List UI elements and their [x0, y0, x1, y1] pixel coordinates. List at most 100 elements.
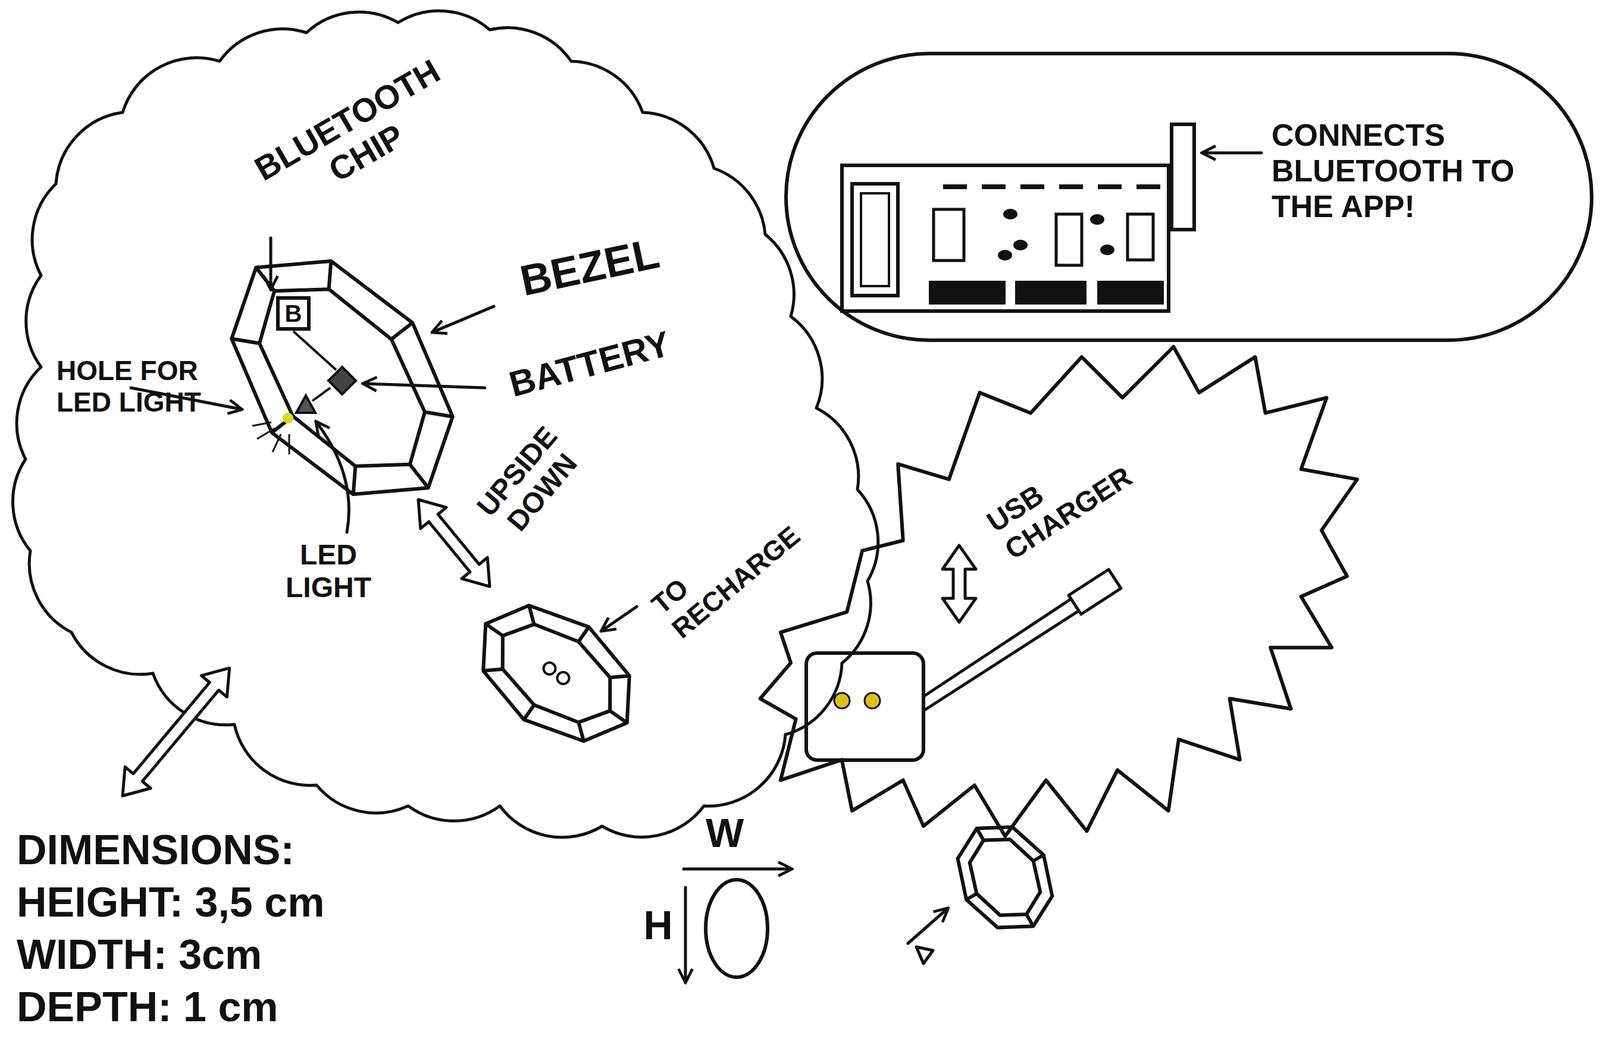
- bluetooth-module: [928, 280, 1006, 305]
- starburst-callout-outline: [760, 346, 1358, 837]
- part-label: UPSIDE DOWN: [465, 415, 593, 549]
- device-circuit: [293, 331, 337, 371]
- starburst-callout: USB CHARGER: [755, 346, 1358, 837]
- leader-arrow: [269, 238, 273, 289]
- battery-symbol: [328, 367, 356, 395]
- bluetooth-module: [1013, 239, 1028, 251]
- chip-box-outline: [277, 298, 309, 330]
- charge-contact: [555, 669, 572, 687]
- device-side-view: [955, 824, 1055, 932]
- device-circuit: [252, 331, 356, 455]
- part-label: TO RECHARGE: [645, 485, 819, 645]
- device-side-view: [977, 828, 985, 841]
- device-bottom-view: [483, 661, 503, 681]
- device-bottom-view: [571, 722, 591, 742]
- leader-arrow: [316, 422, 349, 533]
- device-bottom-view: [609, 711, 628, 723]
- device-top-view: [315, 261, 344, 290]
- device-side-view: [1026, 914, 1034, 927]
- starburst-callout-outline: [755, 346, 1358, 837]
- double-arrow: [110, 657, 243, 807]
- chip-letter: B: [285, 299, 303, 328]
- part-label: LED LIGHT: [268, 538, 388, 604]
- leader-arrow: [433, 306, 494, 333]
- leader-arrow: [1203, 151, 1262, 155]
- callout-text: USB CHARGER: [981, 423, 1152, 567]
- thought-cloud: [13, 10, 879, 838]
- device-top-view: [409, 464, 429, 488]
- led-hole: [282, 412, 294, 424]
- device-bottom-view: [609, 667, 630, 687]
- dimension-label: WIDTH: 3cm: [16, 928, 434, 982]
- bluetooth-module: [1100, 244, 1115, 256]
- bluetooth-module: [933, 209, 964, 261]
- dimension-figure: [705, 880, 768, 978]
- part-label: BLUETOOTH CHIP: [239, 47, 474, 227]
- charge-pin: [834, 693, 850, 709]
- light-ray: [257, 428, 275, 440]
- device-top-view: [424, 400, 453, 429]
- speech-bubble: CONNECTS BLUETOOTH TO THE APP!: [783, 51, 1595, 343]
- chip-box: B: [275, 295, 312, 332]
- bubble-text: CONNECTS BLUETOOTH TO THE APP!: [1271, 117, 1558, 225]
- device-circuit: [312, 387, 331, 402]
- device-bottom-view: [485, 624, 503, 637]
- leader-arrow: [130, 152, 1262, 982]
- double-arrow: [942, 545, 976, 623]
- dimension-label: DEPTH: 1 cm: [16, 981, 434, 1034]
- part-label: BATTERY: [486, 318, 693, 411]
- device-bottom-view: [453, 577, 660, 770]
- led-symbol: [296, 395, 316, 413]
- light-ray: [272, 434, 281, 453]
- bluetooth-module: [852, 183, 898, 296]
- axis-label: H: [634, 902, 682, 949]
- device-bottom-view: [453, 577, 660, 770]
- bluetooth-module: [1127, 214, 1154, 261]
- double-arrow: [110, 489, 976, 807]
- small-triangle: [916, 947, 933, 964]
- bluetooth-module: [841, 165, 1169, 312]
- bluetooth-module: [943, 184, 1161, 190]
- part-label: HOLE FOR LED LIGHT: [56, 355, 206, 419]
- dimension-label: HEIGHT: 3,5 cm: [16, 876, 434, 929]
- device-bottom-view: [521, 605, 542, 625]
- thought-cloud: [13, 10, 879, 838]
- usb-plug: [1068, 569, 1122, 615]
- dimension-heading: DIMENSIONS:: [16, 824, 434, 877]
- usb-charger: [806, 569, 1122, 761]
- usb-cable: [923, 611, 1079, 712]
- device-side-view: [966, 894, 977, 901]
- bluetooth-module: [1003, 208, 1018, 220]
- device-side-view: [1033, 855, 1044, 862]
- speech-bubble-outline: [786, 53, 1592, 341]
- usb-charger: [806, 653, 924, 761]
- bluetooth-module: [997, 249, 1013, 261]
- bluetooth-module: [841, 124, 1195, 312]
- bluetooth-module: [1015, 280, 1087, 305]
- leader-arrow: [364, 383, 485, 388]
- charge-pin: [864, 693, 881, 709]
- charge-contact: [541, 660, 559, 678]
- antenna: [1171, 124, 1195, 230]
- leader-arrow: [602, 606, 637, 631]
- device-top-view: [185, 212, 499, 543]
- bluetooth-module: [860, 193, 889, 287]
- device-top-view: [391, 323, 413, 340]
- light-ray: [252, 422, 272, 427]
- device-bottom-view: [578, 627, 589, 643]
- axis-label: W: [700, 809, 749, 857]
- dimension-figure: [705, 880, 768, 978]
- light-ray: [288, 434, 291, 455]
- leader-arrow: [907, 909, 948, 944]
- part-label: BEZEL: [497, 224, 683, 310]
- device-top-view: [231, 327, 260, 356]
- usb-cable: [923, 599, 1072, 697]
- bluetooth-module: [1056, 214, 1082, 266]
- bluetooth-module: [1097, 280, 1164, 305]
- speech-bubble-outline: [783, 51, 1595, 343]
- device-bottom-view: [524, 705, 535, 720]
- bluetooth-module: [1090, 214, 1105, 225]
- small-triangle: [916, 947, 933, 964]
- device-top-view: [185, 212, 499, 543]
